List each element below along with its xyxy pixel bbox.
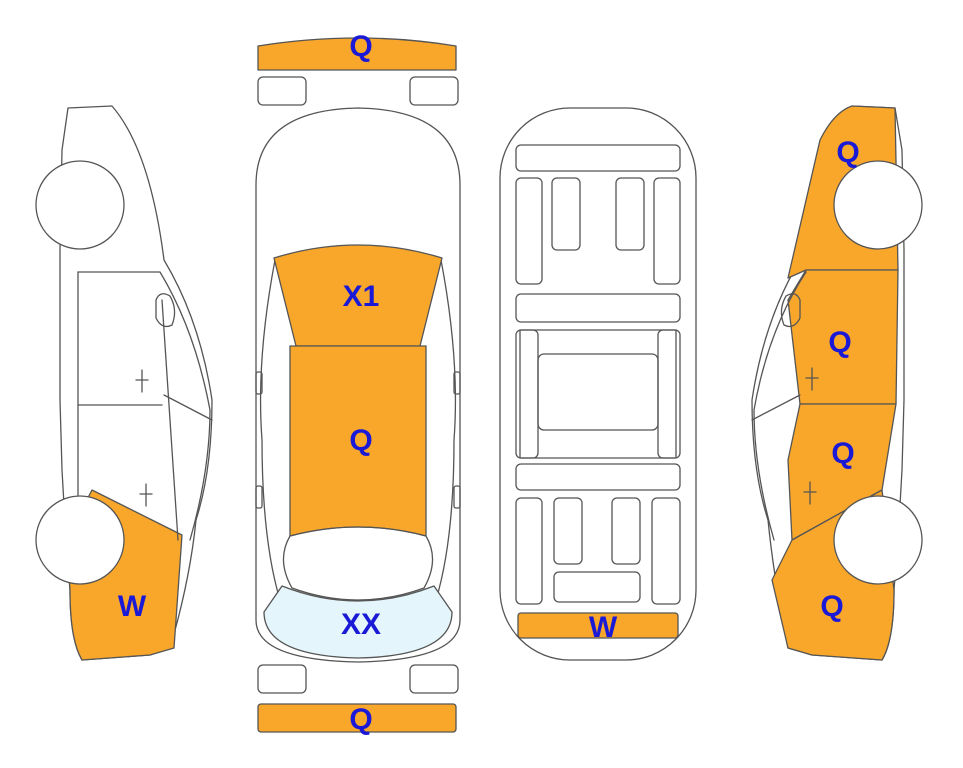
- rear-window-code: XX: [341, 608, 381, 641]
- underbody-floor-left: [515, 329, 539, 459]
- left-rear-handle-top: [255, 485, 263, 509]
- left-rear-door-handle: [139, 483, 153, 507]
- right-side-roofline: [753, 271, 807, 541]
- roof-code: Q: [349, 424, 372, 457]
- left-side-window-line: [163, 394, 213, 421]
- front-bumper-code: Q: [349, 30, 372, 63]
- right-front-fender-code: Q: [836, 136, 859, 169]
- underbody-mid-rear-crossmember: [515, 463, 681, 491]
- left-rear-wheel: [35, 495, 125, 585]
- left-side-roofline: [77, 271, 211, 541]
- front-left-headlight: [257, 76, 307, 106]
- underbody-floor-right: [657, 329, 681, 459]
- right-mirror-top: [453, 371, 461, 395]
- right-front-door-code: Q: [828, 326, 851, 359]
- underbody-rear-left-rail: [515, 497, 543, 605]
- underbody-rear-crossmember-code: W: [589, 611, 618, 644]
- underbody-front-crossmember: [515, 144, 681, 172]
- top-inner-right-contour: [435, 259, 457, 601]
- left-side-mirror: [155, 293, 176, 328]
- right-rear-wheel: [833, 495, 923, 585]
- underbody-front-left-inner: [551, 177, 581, 251]
- front-bumper[interactable]: [257, 37, 457, 71]
- right-side-view: Q Q Q Q: [751, 105, 923, 661]
- underbody-front-right-inner: [615, 177, 645, 251]
- underbody-outline: [499, 107, 697, 661]
- rear-window[interactable]: [263, 585, 453, 659]
- underbody-front-right-rail: [653, 177, 681, 285]
- underbody-mid-front-crossmember: [515, 293, 681, 323]
- left-side-view: W: [35, 105, 213, 661]
- underbody-rear-crossmember[interactable]: [517, 612, 679, 639]
- top-inner-left-contour: [259, 259, 281, 601]
- rear-bumper-code: Q: [349, 703, 372, 736]
- underbody-rear-left-inner: [553, 497, 583, 565]
- right-front-door-handle: [805, 367, 819, 391]
- trunk-lid: [282, 526, 434, 601]
- right-front-wheel: [833, 160, 923, 250]
- underbody-floor-frame: [519, 329, 677, 459]
- rear-right-taillight: [409, 664, 459, 694]
- underbody-front-left-rail: [515, 177, 543, 285]
- underbody-floor-pan: [537, 353, 659, 431]
- underbody-rear-tank: [553, 571, 641, 603]
- left-mirror-top: [255, 371, 263, 395]
- rear-bumper[interactable]: [257, 703, 457, 733]
- windshield-code: X1: [343, 280, 380, 313]
- underbody-view: W: [499, 107, 697, 661]
- right-side-window-line: [751, 394, 801, 421]
- top-view: Q X1 Q XX Q: [255, 30, 461, 736]
- right-rear-door-handle: [803, 481, 817, 505]
- left-side-pillar: [161, 299, 179, 541]
- right-side-mirror: [780, 293, 801, 328]
- underbody-rear-right-inner: [611, 497, 641, 565]
- left-rear-quarter-code: W: [118, 590, 147, 623]
- underbody-rear-right-rail: [651, 497, 681, 605]
- right-rear-quarter-code: Q: [820, 590, 843, 623]
- right-rear-door-code: Q: [831, 437, 854, 470]
- front-right-headlight: [409, 76, 459, 106]
- left-front-door-handle: [135, 369, 149, 393]
- right-rear-handle-top: [453, 485, 461, 509]
- left-front-wheel: [35, 160, 125, 250]
- windshield[interactable]: [273, 244, 443, 347]
- top-body-outline: [255, 107, 461, 663]
- rear-left-taillight: [257, 664, 307, 694]
